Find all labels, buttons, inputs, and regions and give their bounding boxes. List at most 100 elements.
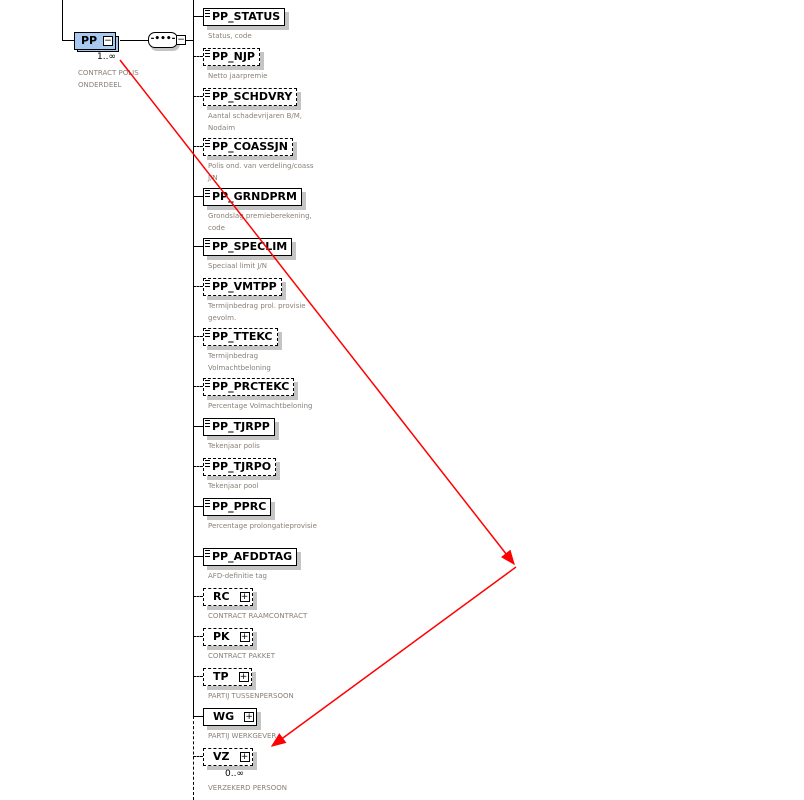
child-connector [193, 16, 203, 17]
child-connector [193, 636, 203, 637]
simple-type-icon [205, 550, 210, 557]
child-name: RC [213, 590, 230, 603]
child-element-pp_status[interactable]: PP_STATUS [203, 8, 286, 26]
child-description: Tekenjaar polis [208, 442, 260, 450]
simple-type-icon [205, 140, 210, 147]
child-description: Grondslag premieberekening, code [208, 212, 312, 232]
red-arrow-2 [270, 566, 517, 747]
red-arrow-1 [119, 59, 515, 566]
child-element-pp_vmtpp[interactable]: PP_VMTPP [203, 278, 282, 296]
child-name: PP_VMTPP [212, 280, 277, 293]
child-connector [193, 676, 203, 677]
child-connector [193, 556, 203, 557]
parent-description: CONTRACT POLIS ONDERDEEL [78, 69, 139, 89]
child-connector [193, 56, 203, 57]
child-name: PP_SCHDVRY [212, 90, 293, 103]
child-element-tp[interactable]: TP + [203, 668, 252, 686]
child-element-wg[interactable]: WG + [203, 708, 258, 726]
child-element-pp_grndprm[interactable]: PP_GRNDPRM [203, 188, 302, 206]
child-name: PP_GRNDPRM [212, 190, 297, 203]
child-description: VERZEKERD PERSOON [208, 784, 287, 792]
child-connector [193, 386, 203, 387]
child-description: Termijnbedrag Volmachtbeloning [208, 352, 271, 372]
simple-type-icon [205, 460, 210, 467]
child-name: PP_TTEKC [212, 330, 273, 343]
child-description: Percentage Volmachtbeloning [208, 402, 313, 410]
child-connector [193, 756, 203, 757]
child-description: Aantal schadevrijaren B/M, Nodaim [208, 112, 303, 132]
child-element-vz[interactable]: VZ + [203, 748, 253, 766]
simple-type-icon [205, 420, 210, 427]
parent-cardinality: 1..∞ [97, 52, 116, 62]
child-element-pp_njp[interactable]: PP_NJP [203, 48, 260, 66]
child-name: WG [213, 710, 235, 723]
child-description: Speciaal limit J/N [208, 262, 268, 270]
compositor-to-trunk-line [186, 40, 193, 41]
simple-type-icon [205, 240, 210, 247]
child-name: PP_PRCTEKC [212, 380, 290, 393]
child-connector [193, 246, 203, 247]
child-element-pp_tjrpo[interactable]: PP_TJRPO [203, 458, 277, 476]
child-element-pp_prctekc[interactable]: PP_PRCTEKC [203, 378, 295, 396]
simple-type-icon [205, 10, 210, 17]
child-name: PP_COASSJN [212, 140, 288, 153]
child-name: PP_PPRC [212, 500, 267, 513]
simple-type-icon [205, 380, 210, 387]
parent-element-pp[interactable]: PP − [74, 32, 116, 50]
simple-type-icon [205, 280, 210, 287]
compositor-collapse-icon[interactable]: − [176, 35, 186, 45]
child-connector [193, 506, 203, 507]
child-connector [193, 716, 203, 717]
child-name: PP_TJRPP [212, 420, 270, 433]
child-element-pp_ttekc[interactable]: PP_TTEKC [203, 328, 278, 346]
expand-icon[interactable]: + [238, 672, 249, 682]
child-description: Netto jaarpremie [208, 72, 268, 80]
child-connector [193, 286, 203, 287]
child-element-pp_coassjn[interactable]: PP_COASSJN [203, 138, 293, 156]
child-description: CONTRACT PAKKET [208, 652, 275, 660]
child-element-pp_afddtag[interactable]: PP_AFDDTAG [203, 548, 298, 566]
expand-icon[interactable]: + [239, 592, 250, 602]
child-description: AFD-definitie tag [208, 572, 267, 580]
child-connector [193, 196, 203, 197]
parent-connector [62, 0, 63, 40]
child-element-pp_tjrpp[interactable]: PP_TJRPP [203, 418, 275, 436]
children-trunk-optional [193, 716, 194, 800]
child-element-pk[interactable]: PK + [203, 628, 253, 646]
simple-type-icon [205, 90, 210, 97]
parent-name: PP [81, 34, 98, 47]
child-element-rc[interactable]: RC + [203, 588, 253, 606]
simple-type-icon [205, 50, 210, 57]
child-name: PP_TJRPO [212, 460, 272, 473]
child-element-pp_pprc[interactable]: PP_PPRC [203, 498, 272, 516]
child-connector [193, 426, 203, 427]
collapse-icon[interactable]: − [103, 36, 113, 46]
parent-connector-h [62, 40, 74, 41]
child-name: PP_STATUS [212, 10, 281, 23]
child-element-pp_schdvry[interactable]: PP_SCHDVRY [203, 88, 298, 106]
simple-type-icon [205, 330, 210, 337]
child-connector [193, 596, 203, 597]
child-name: TP [213, 670, 229, 683]
child-description: Termijnbedrag prol. provisie gevolm. [208, 302, 306, 322]
child-description: CONTRACT RAAMCONTRACT [208, 612, 308, 620]
child-name: PP_AFDDTAG [212, 550, 293, 563]
children-trunk [193, 0, 194, 716]
parent-to-compositor-line [120, 40, 148, 41]
child-connector [193, 336, 203, 337]
child-name: PP_NJP [212, 50, 255, 63]
child-description: Percentage prolongatieprovisie [208, 522, 317, 530]
expand-icon[interactable]: + [244, 712, 255, 722]
child-description: Tekenjaar pool [208, 482, 259, 490]
child-description: PARTIJ TUSSENPERSOON [208, 692, 294, 700]
child-connector [193, 466, 203, 467]
child-name: PK [213, 630, 230, 643]
expand-icon[interactable]: + [239, 632, 250, 642]
simple-type-icon [205, 190, 210, 197]
child-description: Status, code [208, 32, 252, 40]
expand-icon[interactable]: + [239, 752, 250, 762]
child-cardinality: 0..∞ [225, 769, 244, 779]
child-name: VZ [213, 750, 230, 763]
child-connector [193, 96, 203, 97]
